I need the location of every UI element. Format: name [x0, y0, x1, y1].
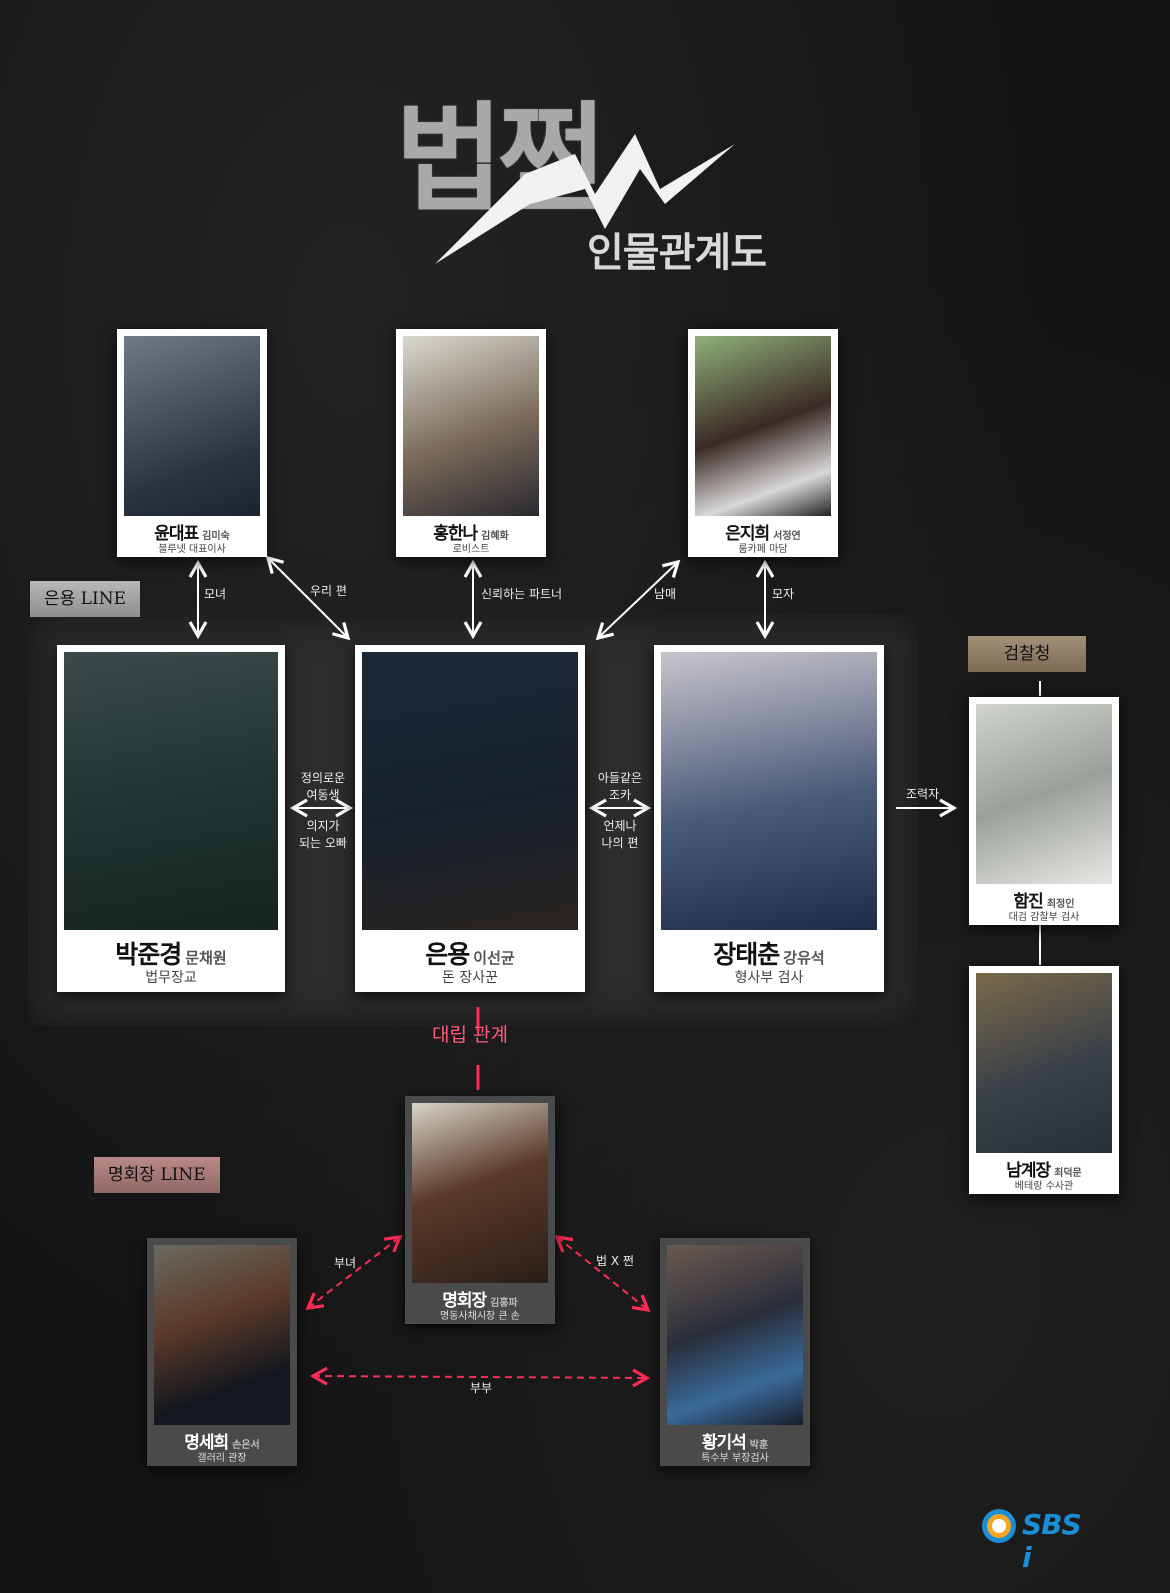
- character-name: 남계장: [1006, 1161, 1051, 1181]
- relation-label-helper: 조력자: [906, 787, 940, 801]
- relation-label-trusted-partner: 신뢰하는 파트너: [481, 587, 563, 601]
- character-name: 장태춘: [713, 940, 780, 969]
- sbs-ring-icon: [982, 1509, 1016, 1543]
- portrait-image: [976, 973, 1112, 1153]
- actor-name: 이선균: [473, 949, 515, 967]
- actor-name: 박훈: [749, 1440, 769, 1451]
- actor-name: 최정인: [1046, 899, 1075, 910]
- portrait-image: [976, 704, 1112, 884]
- portrait-image: [661, 652, 877, 930]
- portrait-image: [667, 1245, 803, 1425]
- portrait-image: [154, 1245, 290, 1425]
- character-name: 박준경: [115, 940, 182, 969]
- character-role: 로비스트: [452, 544, 490, 555]
- portrait-image: [403, 336, 539, 516]
- character-role: 갤러리 관장: [197, 1453, 247, 1464]
- character-name: 황기석: [701, 1433, 747, 1453]
- relation-label-married: 부부: [470, 1381, 493, 1395]
- actor-name: 김홍파: [490, 1298, 518, 1309]
- relation-label-our-side: 우리 편: [310, 584, 347, 598]
- character-name: 홍한나: [433, 524, 478, 544]
- portrait-image: [64, 652, 278, 930]
- relation-label-siblings: 남매: [654, 587, 677, 601]
- relation-label-father-daughter: 부녀: [334, 1256, 357, 1270]
- prosecution-tag: 검찰청: [968, 636, 1086, 672]
- relation-label-mother-son: 모자: [772, 587, 795, 601]
- portrait-image: [412, 1103, 548, 1283]
- portrait-image: [695, 336, 831, 516]
- title-block: 법쩐 인물관계도: [395, 100, 795, 276]
- relation-label-opposition: 대립 관계: [432, 1024, 508, 1046]
- character-role: 베테랑 수사관: [1014, 1181, 1074, 1192]
- actor-name: 손은서: [232, 1440, 260, 1451]
- character-name: 명회장: [442, 1291, 487, 1311]
- character-name: 은용: [425, 940, 470, 969]
- character-role: 블루넷 대표이사: [158, 544, 226, 555]
- relation-label-mother-daughter: 모녀: [204, 587, 227, 601]
- sbs-i-logo: SBS i: [982, 1508, 1092, 1574]
- actor-name: 김미숙: [202, 531, 230, 542]
- diagram-subtitle: 인물관계도: [587, 230, 767, 276]
- actor-name: 서정연: [773, 531, 801, 542]
- character-name: 은지희: [725, 524, 770, 544]
- character-role: 형사부 검사: [734, 970, 804, 986]
- actor-name: 강유석: [783, 949, 825, 967]
- actor-name: 김혜화: [481, 531, 509, 542]
- portrait-image: [124, 336, 260, 516]
- character-role: 돈 장사꾼: [442, 970, 498, 986]
- character-role: 대검 감찰부 검사: [1008, 912, 1080, 923]
- character-name: 함진: [1013, 892, 1044, 912]
- myeong-line-tag: 명회장 LINE: [94, 1157, 220, 1193]
- actor-name: 최덕문: [1054, 1168, 1082, 1179]
- character-name: 명세희: [184, 1433, 229, 1453]
- character-role: 법무장교: [145, 970, 197, 986]
- character-role: 명동사채시장 큰 손: [440, 1311, 520, 1322]
- relation-label-law-x-money: 법 X 쩐: [596, 1254, 634, 1268]
- eunyong-line-tag: 은용 LINE: [30, 581, 140, 617]
- character-role: 특수부 부장검사: [701, 1453, 769, 1464]
- character-role: 룸카페 마담: [738, 544, 788, 555]
- portrait-image: [362, 652, 578, 930]
- actor-name: 문채원: [185, 949, 227, 967]
- logo-text: SBS i: [1022, 1508, 1082, 1574]
- character-name: 윤대표: [154, 524, 199, 544]
